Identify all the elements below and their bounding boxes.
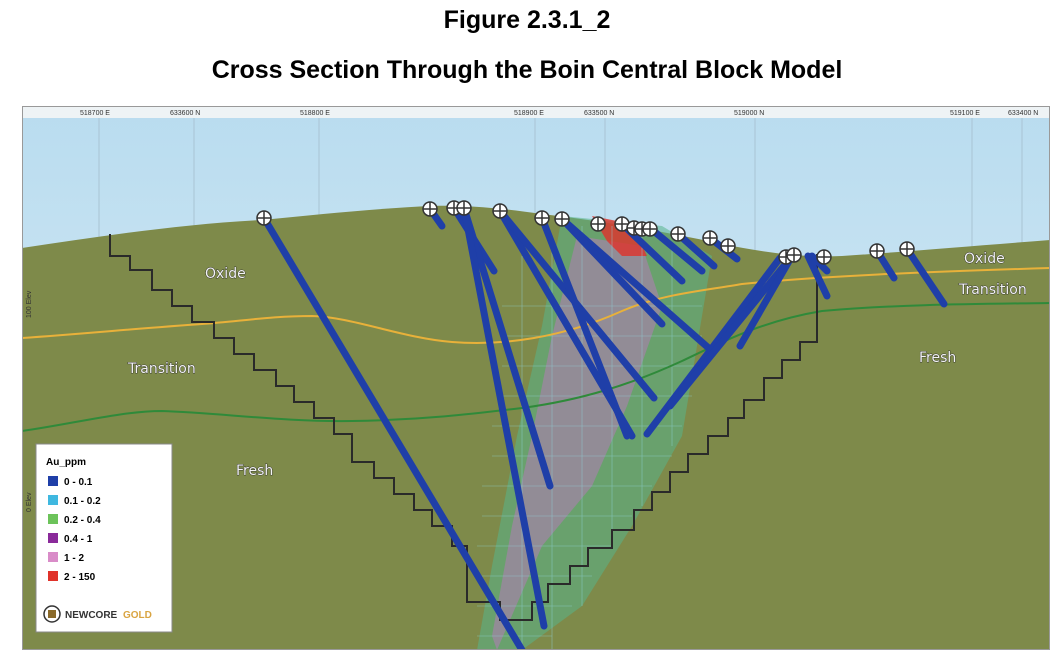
newcore-gold-logo: NEWCORE GOLD [43, 605, 152, 623]
legend-item: 0 - 0.1 [48, 476, 93, 488]
zone-label-fresh-right: Fresh [919, 350, 956, 366]
legend-swatch [48, 514, 58, 524]
section-frame [22, 106, 1050, 650]
legend-item: 1 - 2 [48, 552, 84, 564]
legend-label: 0.4 - 1 [64, 534, 93, 545]
drillhole [538, 214, 631, 440]
coord-label: 633400 N [1008, 110, 1038, 117]
drillhole [666, 252, 796, 410]
legend-label: 0.2 - 0.4 [64, 515, 101, 526]
legend-swatch [48, 552, 58, 562]
legend-title: Au_ppm [46, 457, 86, 468]
zone-label-transition-left: Transition [127, 361, 196, 377]
legend-box [35, 443, 173, 633]
legend-label: 0.1 - 0.2 [64, 496, 101, 507]
legend-label: 1 - 2 [64, 553, 84, 564]
legend-item: 0.4 - 1 [48, 533, 93, 545]
drillhole [808, 252, 831, 275]
logo-word-gold: GOLD [123, 610, 152, 621]
oxide-boundary-line [22, 267, 1050, 344]
drillhole [736, 252, 796, 350]
drillhole [646, 224, 706, 275]
drill-collars [256, 200, 915, 265]
collar-marker [534, 210, 550, 226]
coord-label: 519000 N [734, 110, 764, 117]
collar-marker [642, 221, 658, 237]
drillhole [460, 204, 548, 630]
elevation-label-100: 100 Elev [26, 290, 33, 318]
drillhole [558, 215, 666, 328]
coord-label: 518900 E [514, 110, 544, 117]
transition-boundary-line [22, 302, 1050, 432]
coord-label: 633500 N [584, 110, 614, 117]
coord-label: 633600 N [170, 110, 200, 117]
collar-marker [422, 201, 438, 217]
legend-label: 2 - 150 [64, 572, 96, 583]
logo-word-newcore: NEWCORE [65, 610, 118, 621]
collar-marker [786, 247, 802, 263]
collar-marker [816, 249, 832, 265]
drillholes [260, 204, 948, 650]
legend-item: 0.2 - 0.4 [48, 514, 101, 526]
top-ruler [22, 106, 1050, 118]
collar-marker [670, 226, 686, 242]
drillhole [460, 204, 554, 490]
coord-label: 519100 E [950, 110, 980, 117]
figure-title: Cross Section Through the Boin Central B… [211, 56, 843, 84]
collar-marker [720, 238, 736, 254]
zone-label-fresh-left: Fresh [236, 463, 273, 479]
collar-marker [554, 211, 570, 227]
elevation-label-0: 0 Elev [26, 492, 33, 512]
coord-label: 518800 E [300, 110, 330, 117]
coord-label: 518700 E [80, 110, 110, 117]
legend-swatch [48, 571, 58, 581]
top-coordinate-labels: 518700 E 633600 N 518800 E 518900 E 6335… [80, 110, 1038, 117]
zone-label-transition-right: Transition [958, 282, 1027, 298]
legend-swatch [48, 495, 58, 505]
drillhole [674, 230, 718, 270]
drillhole [260, 214, 526, 650]
collar-marker [456, 200, 472, 216]
zone-label-oxide-right: Oxide [964, 251, 1005, 267]
collar-marker [256, 210, 272, 226]
legend-label: 0 - 0.1 [64, 477, 93, 488]
figure-number: Figure 2.3.1_2 [443, 6, 611, 34]
collar-marker [869, 243, 885, 259]
legend-swatch [48, 533, 58, 543]
cross-section-diagram: 518700 E 633600 N 518800 E 518900 E 6335… [22, 106, 1050, 650]
legend: Au_ppm 0 - 0.1 0.1 - 0.2 0.2 - 0.4 0.4 -… [35, 443, 173, 633]
legend-swatch [48, 476, 58, 486]
drillhole [903, 245, 948, 308]
legend-item: 2 - 150 [48, 571, 96, 583]
collar-marker [899, 241, 915, 257]
collar-marker [492, 203, 508, 219]
legend-item: 0.1 - 0.2 [48, 495, 101, 507]
zone-label-oxide-left: Oxide [205, 266, 246, 282]
collar-marker [590, 216, 606, 232]
drillhole [804, 252, 831, 300]
collar-marker [702, 230, 718, 246]
